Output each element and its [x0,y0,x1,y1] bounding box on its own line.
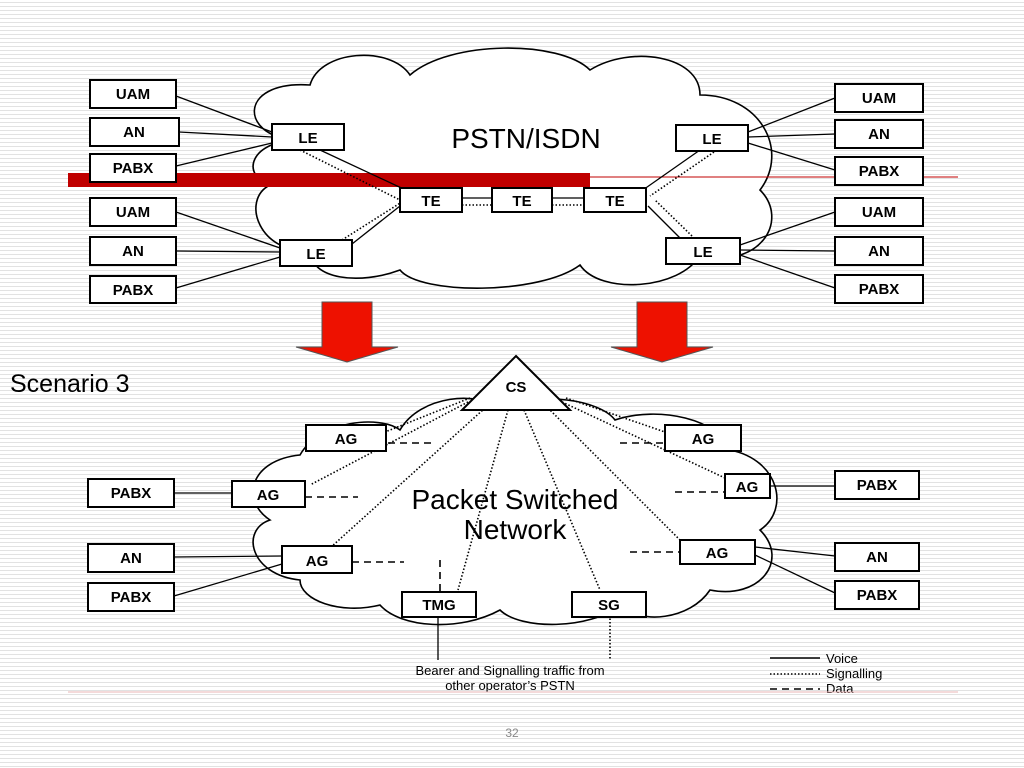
svg-text:AN: AN [122,243,144,260]
svg-text:AG: AG [257,487,280,504]
ag-node-top-left: AG [305,424,387,452]
access-pabx-bottom-left-1: PABX [87,478,175,508]
access-pabx-top-left: PABX [89,153,177,183]
page-number: 32 [505,726,519,740]
svg-text:UAM: UAM [862,90,896,107]
packet-network-label-line2: Network [464,514,568,545]
svg-text:LE: LE [298,130,317,147]
access-uam-mid-left: UAM [89,197,177,227]
ag-node-mid-left: AG [231,480,306,508]
tmg-node: TMG [401,591,477,618]
svg-text:CS: CS [506,379,527,396]
le-node-top-right: LE [675,124,749,152]
svg-text:AG: AG [335,431,358,448]
le-node-bottom-right: LE [665,237,741,265]
access-pabx-top-right: PABX [834,156,924,186]
svg-text:LE: LE [306,246,325,263]
svg-text:LE: LE [702,131,721,148]
ag-node-top-right: AG [664,424,742,452]
svg-text:UAM: UAM [116,204,150,221]
access-an-mid-left: AN [89,236,177,266]
le-node-top-left: LE [271,123,345,151]
transition-arrow-left [295,301,399,363]
cs-node: CS [459,354,573,411]
legend-signalling-label: Signalling [826,666,882,681]
access-pabx-mid-right: PABX [834,274,924,304]
access-an-top-left: AN [89,117,180,147]
access-uam-mid-right: UAM [834,197,924,227]
te-node-3: TE [583,187,647,213]
svg-text:TE: TE [512,193,531,210]
svg-text:AN: AN [868,243,890,260]
ag-node-mid-right: AG [724,473,771,499]
svg-text:TMG: TMG [422,597,455,614]
access-uam-top-left: UAM [89,79,177,109]
svg-text:AN: AN [868,126,890,143]
sg-node: SG [571,591,647,618]
svg-text:AN: AN [120,550,142,567]
access-an-mid-right: AN [834,236,924,266]
le-node-bottom-left: LE [279,239,353,267]
ag-node-low-left: AG [281,545,353,574]
transition-arrow-right [610,301,714,363]
access-pabx-bottom-right-2: PABX [834,580,920,610]
accent-bar [68,173,590,187]
top-connections [175,95,836,289]
svg-text:LE: LE [693,244,712,261]
legend: Voice Signalling Data [770,651,882,696]
external-traffic-caption-line1: Bearer and Signalling traffic from [415,663,604,678]
external-traffic-caption-line2: other operator’s PSTN [445,678,575,693]
svg-text:AG: AG [692,431,715,448]
svg-text:PABX: PABX [111,485,152,502]
svg-text:TE: TE [605,193,624,210]
pstn-cloud-label: PSTN/ISDN [451,123,600,154]
svg-text:UAM: UAM [116,86,150,103]
svg-text:SG: SG [598,597,620,614]
svg-text:UAM: UAM [862,204,896,221]
svg-text:PABX: PABX [859,281,900,298]
svg-text:TE: TE [421,193,440,210]
svg-text:AN: AN [866,549,888,566]
legend-voice-label: Voice [826,651,858,666]
svg-text:PABX: PABX [857,477,898,494]
packet-network-label-line1: Packet Switched [412,484,619,515]
svg-text:AG: AG [706,545,729,562]
access-an-bottom-right: AN [834,542,920,572]
te-node-2: TE [491,187,553,213]
access-pabx-mid-left: PABX [89,275,177,304]
svg-text:AG: AG [736,479,759,496]
svg-text:PABX: PABX [113,160,154,177]
ag-node-low-right: AG [679,539,756,565]
svg-text:PABX: PABX [859,163,900,180]
access-an-top-right: AN [834,119,924,149]
access-uam-top-right: UAM [834,83,924,113]
svg-text:PABX: PABX [113,282,154,299]
te-node-1: TE [399,187,463,213]
bottom-connections [173,397,836,660]
svg-text:AG: AG [306,553,329,570]
access-an-bottom-left: AN [87,543,175,573]
svg-text:PABX: PABX [111,589,152,606]
access-pabx-bottom-right-1: PABX [834,470,920,500]
scenario-label: Scenario 3 [10,370,130,398]
svg-text:PABX: PABX [857,587,898,604]
access-pabx-bottom-left-2: PABX [87,582,175,612]
legend-data-label: Data [826,681,854,696]
svg-text:AN: AN [123,124,145,141]
